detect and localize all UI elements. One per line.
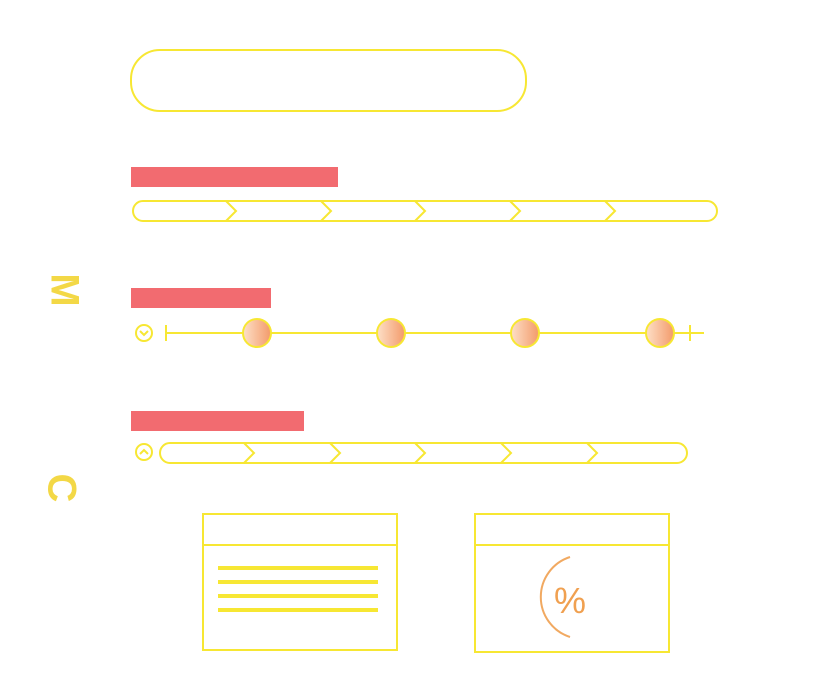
timeline-node-4[interactable]: [645, 318, 675, 348]
percent-card: %: [474, 513, 670, 653]
percent-card-header: [476, 515, 668, 546]
section-3-title-bar: [131, 411, 304, 431]
text-line: [218, 580, 378, 584]
step-arrow-bar-2: [159, 442, 688, 464]
text-card-header: [204, 515, 396, 546]
text-line: [218, 608, 378, 612]
progress-arc-icon: [539, 556, 571, 638]
timeline-node-3[interactable]: [510, 318, 540, 348]
search-pill[interactable]: [130, 49, 527, 112]
side-letter-bottom: C: [39, 473, 84, 503]
step-arrow-bar-1: [132, 200, 718, 222]
side-letter-top: M: [42, 273, 87, 307]
section-2-title-bar: [131, 288, 271, 308]
chevron-up-circle-icon[interactable]: [134, 442, 154, 462]
section-1-title-bar: [131, 167, 338, 187]
timeline-node-1[interactable]: [242, 318, 272, 348]
chevron-down-circle-icon[interactable]: [134, 323, 154, 343]
percent-symbol: %: [554, 580, 587, 621]
text-line: [218, 594, 378, 598]
text-card: [202, 513, 398, 651]
text-card-lines: [218, 566, 378, 612]
timeline-node-2[interactable]: [376, 318, 406, 348]
timeline-nodes[interactable]: [242, 318, 675, 348]
timeline-track: [165, 318, 704, 348]
text-line: [218, 566, 378, 570]
